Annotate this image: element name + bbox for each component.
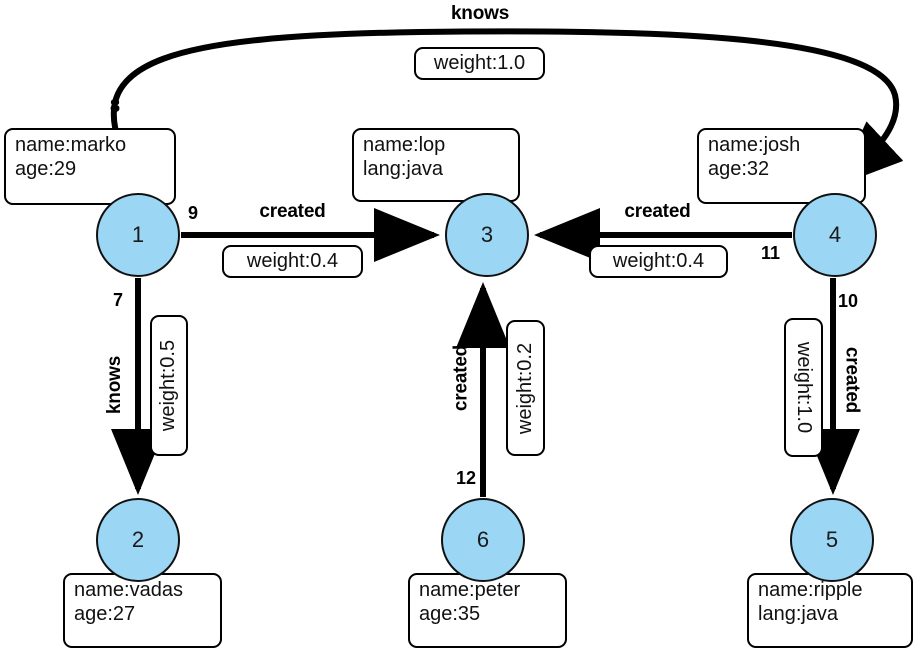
node-6[interactable]: 6 — [441, 498, 525, 582]
edge-id-8: 8 — [110, 96, 121, 116]
weight-box-edge-11: weight:0.4 — [589, 245, 728, 278]
edge-id-11: 11 — [761, 243, 781, 263]
propbox-peter: name:peter age:35 — [408, 573, 567, 648]
weight-text: weight:0.4 — [246, 250, 339, 272]
node-1[interactable]: 1 — [96, 193, 180, 277]
prop-line: age:27 — [74, 602, 136, 625]
prop-line: name:vadas — [74, 579, 183, 601]
propbox-vadas: name:vadas age:27 — [63, 573, 222, 648]
weight-text: weight:0.2 — [514, 342, 537, 434]
prop-line: name:ripple — [758, 579, 863, 601]
weight-box-edge-7: weight:0.5 — [150, 315, 188, 456]
prop-line: name:lop — [363, 134, 446, 156]
edge-label-knows-left: knows — [104, 355, 125, 415]
edge-id-9: 9 — [188, 203, 199, 223]
prop-line: age:29 — [15, 157, 77, 180]
weight-text: weight:1.0 — [433, 52, 526, 74]
node-4[interactable]: 4 — [793, 193, 877, 277]
propbox-marko: name:marko age:29 — [4, 128, 176, 205]
prop-line: age:32 — [708, 157, 770, 180]
prop-line: name:peter — [419, 579, 521, 601]
prop-line: age:35 — [419, 602, 481, 625]
propbox-ripple: name:ripple lang:java — [747, 573, 913, 648]
weight-text: weight:0.4 — [612, 250, 705, 272]
weight-box-edge-8: weight:1.0 — [414, 47, 545, 80]
propbox-lop: name:lop lang:java — [352, 128, 520, 202]
edge-id-7: 7 — [113, 290, 124, 310]
propbox-josh: name:josh age:32 — [697, 128, 866, 204]
node-3[interactable]: 3 — [445, 193, 529, 277]
edge-id-10: 10 — [838, 291, 859, 311]
edge-label-created-11: created — [624, 201, 691, 222]
edge-label-knows-top: knows — [450, 3, 510, 24]
prop-line: lang:java — [758, 602, 839, 625]
prop-line: lang:java — [363, 157, 444, 180]
prop-line: name:marko — [15, 134, 127, 156]
prop-line: name:josh — [708, 134, 801, 156]
edge-id-12: 12 — [456, 468, 477, 488]
edge-label-created-10: created — [841, 346, 863, 414]
edge-8-line — [110, 28, 904, 187]
weight-box-edge-10: weight:1.0 — [784, 318, 823, 457]
weight-text: weight:1.0 — [793, 341, 816, 434]
node-5[interactable]: 5 — [790, 498, 874, 582]
edge-label-created-12: created — [450, 344, 472, 412]
edge-label-created-9: created — [259, 201, 326, 222]
weight-box-edge-9: weight:0.4 — [222, 245, 363, 278]
node-2[interactable]: 2 — [96, 498, 180, 582]
weight-text: weight:0.5 — [157, 339, 180, 432]
weight-box-edge-12: weight:0.2 — [506, 320, 545, 456]
